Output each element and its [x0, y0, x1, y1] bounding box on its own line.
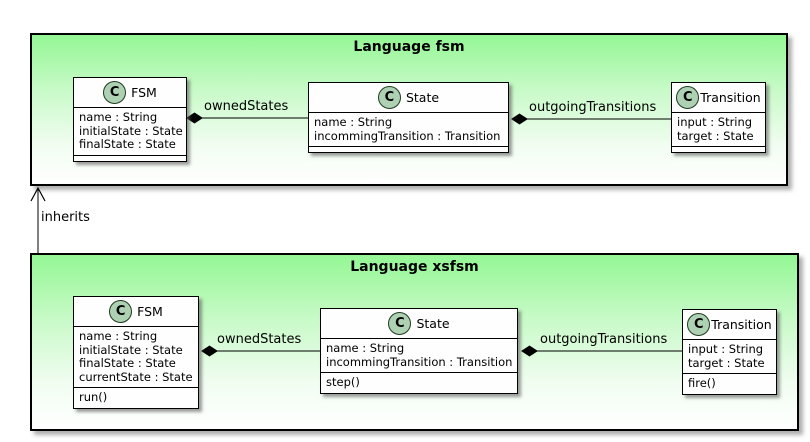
- attribute-row: name : String: [79, 110, 158, 124]
- methods-compartment: fire(): [683, 373, 776, 394]
- attributes-compartment: name : String incommingTransition : Tran…: [309, 112, 508, 146]
- class-box-state: C State name : String incommingTransitio…: [308, 82, 509, 153]
- relation-label-ownedstates: ownedStates: [204, 99, 289, 114]
- circled-c-icon: C: [687, 313, 711, 336]
- inherits-arrowhead-icon: [30, 186, 46, 202]
- class-name: Transition: [700, 90, 761, 105]
- class-header: C FSM: [74, 78, 186, 107]
- relation-label-ownedstates-xsfsm: ownedStates: [217, 332, 302, 347]
- circled-c-icon: C: [109, 300, 133, 323]
- relation-label-outgoingtransitions: outgoingTransitions: [529, 100, 657, 115]
- class-box-fsm-xsfsm: C FSM name : String initialState : State…: [73, 296, 199, 409]
- package-title-xsfsm: Language xsfsm: [350, 259, 479, 275]
- class-header: C FSM: [74, 297, 198, 326]
- class-name: State: [405, 90, 440, 105]
- circled-c-icon: C: [676, 86, 700, 109]
- class-header: C Transition: [683, 310, 776, 339]
- methods-compartment: run(): [74, 387, 198, 408]
- class-name: State: [416, 316, 450, 331]
- method-row: step(): [326, 375, 360, 389]
- class-header: C Transition: [672, 83, 765, 112]
- method-row: run(): [79, 390, 108, 404]
- attribute-row: incommingTransition : Transition: [326, 354, 513, 369]
- attribute-row: incommingTransition : Transition: [314, 128, 501, 143]
- methods-compartment: [74, 154, 186, 161]
- circled-c-icon: C: [377, 86, 401, 109]
- class-header: C State: [309, 83, 508, 112]
- class-name: FSM: [131, 85, 157, 100]
- attributes-compartment: input : String target : State: [672, 112, 765, 146]
- circled-c-icon: C: [103, 81, 127, 104]
- attributes-compartment: input : String target : State: [683, 339, 776, 373]
- class-box-state-xsfsm: C State name : String incommingTransitio…: [320, 308, 518, 394]
- inherits-label: inherits: [41, 210, 90, 225]
- package-title-fsm: Language fsm: [353, 39, 465, 55]
- attributes-compartment: name : String initialState : State final…: [74, 326, 198, 387]
- attributes-compartment: name : String incommingTransition : Tran…: [321, 338, 517, 372]
- class-name: Transition: [711, 317, 772, 332]
- attribute-row: input : String: [688, 342, 764, 356]
- class-box-transition-xsfsm: C Transition input : String target : Sta…: [682, 309, 777, 395]
- attribute-row: target : State: [688, 355, 765, 370]
- method-row: fire(): [688, 376, 716, 390]
- attribute-row: currentState : State: [79, 369, 193, 384]
- class-name: FSM: [137, 304, 163, 319]
- methods-compartment: [309, 146, 508, 152]
- attribute-row: name : String: [326, 341, 405, 355]
- methods-compartment: step(): [321, 372, 517, 393]
- class-box-fsm: C FSM name : String initialState : State…: [73, 77, 187, 162]
- attribute-row: target : State: [677, 128, 754, 143]
- attribute-row: name : String: [314, 115, 393, 129]
- class-header: C State: [321, 309, 517, 338]
- attribute-row: name : String: [79, 329, 158, 343]
- circled-c-icon: C: [388, 312, 412, 335]
- methods-compartment: [672, 146, 765, 152]
- attribute-row: input : String: [677, 115, 753, 129]
- class-box-transition: C Transition input : String target : Sta…: [671, 82, 766, 153]
- attribute-row: finalState : State: [79, 356, 176, 370]
- attribute-row: finalState : State: [79, 137, 176, 151]
- attribute-row: initialState : State: [79, 342, 183, 357]
- attribute-row: initialState : State: [79, 123, 183, 138]
- relation-label-outgoingtransitions-xsfsm: outgoingTransitions: [540, 332, 668, 347]
- attributes-compartment: name : String initialState : State final…: [74, 107, 186, 155]
